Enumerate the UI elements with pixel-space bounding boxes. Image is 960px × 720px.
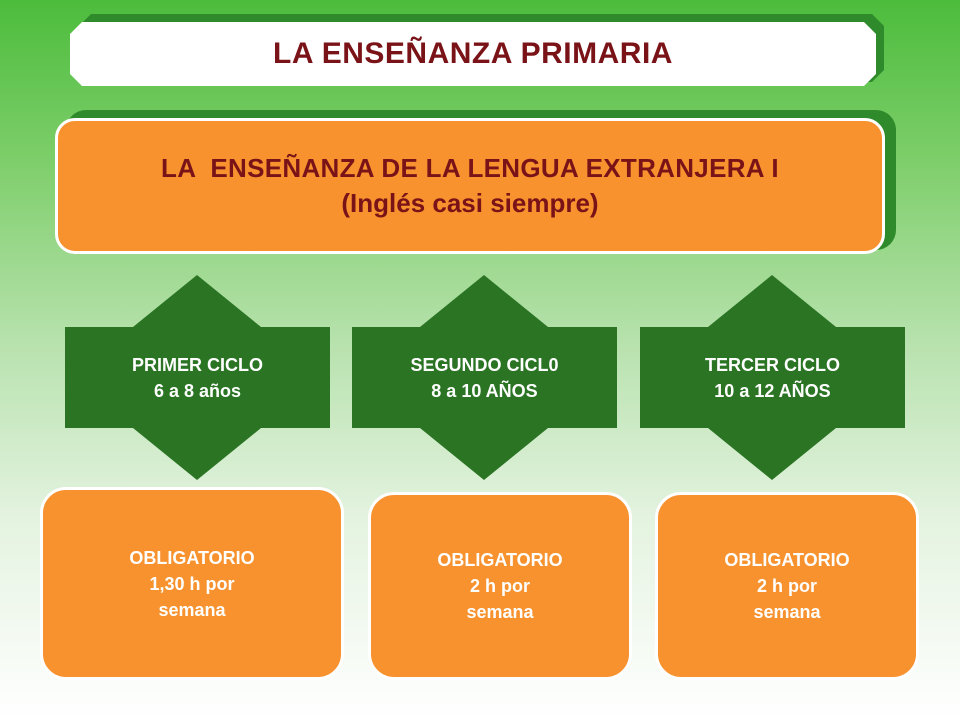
requirement-hours: 1,30 h por [149, 573, 235, 594]
requirement-status: OBLIGATORIO [129, 547, 255, 568]
header-subtitle: (Inglés casi siempre) [341, 188, 599, 218]
cycle-name: SEGUNDO CICL0 [410, 355, 559, 375]
requirement-status: OBLIGATORIO [437, 550, 563, 570]
cycle-ages: 8 a 10 AÑOS [431, 381, 538, 401]
requirement-unit: semana [753, 602, 821, 622]
cycle-shape-background [352, 275, 617, 480]
requirement-hours: 2 h por [756, 576, 817, 596]
header-title: LA ENSEÑANZA DE LA LENGUA EXTRANJERA I [161, 153, 779, 183]
requirement-box-3: OBLIGATORIO 2 h por semana [655, 492, 919, 680]
page-title: LA ENSEÑANZA PRIMARIA [273, 37, 673, 70]
cycle-shape-3: TERCER CICLO 10 a 12 AÑOS [640, 275, 905, 480]
requirement-box-1: OBLIGATORIO 1,30 h por semana [40, 487, 344, 680]
requirement-unit: semana [158, 599, 226, 620]
title-banner: LA ENSEÑANZA PRIMARIA [70, 22, 876, 86]
cycle-name: PRIMER CICLO [131, 355, 263, 375]
cycle-ages: 10 a 12 AÑOS [714, 381, 831, 401]
header-box: LA ENSEÑANZA DE LA LENGUA EXTRANJERA I (… [55, 118, 885, 254]
cycle-shape-1: PRIMER CICLO 6 a 8 años [65, 275, 330, 480]
cycle-name: TERCER CICLO [705, 355, 840, 375]
requirement-box-2: OBLIGATORIO 2 h por semana [368, 492, 632, 680]
cycle-shape-background [640, 275, 905, 480]
cycle-shape-2: SEGUNDO CICL0 8 a 10 AÑOS [352, 275, 617, 480]
requirement-hours: 2 h por [469, 576, 530, 596]
cycle-ages: 6 a 8 años [153, 381, 242, 401]
cycle-shape-background [65, 275, 330, 480]
requirement-status: OBLIGATORIO [724, 550, 850, 570]
requirement-unit: semana [466, 602, 534, 622]
